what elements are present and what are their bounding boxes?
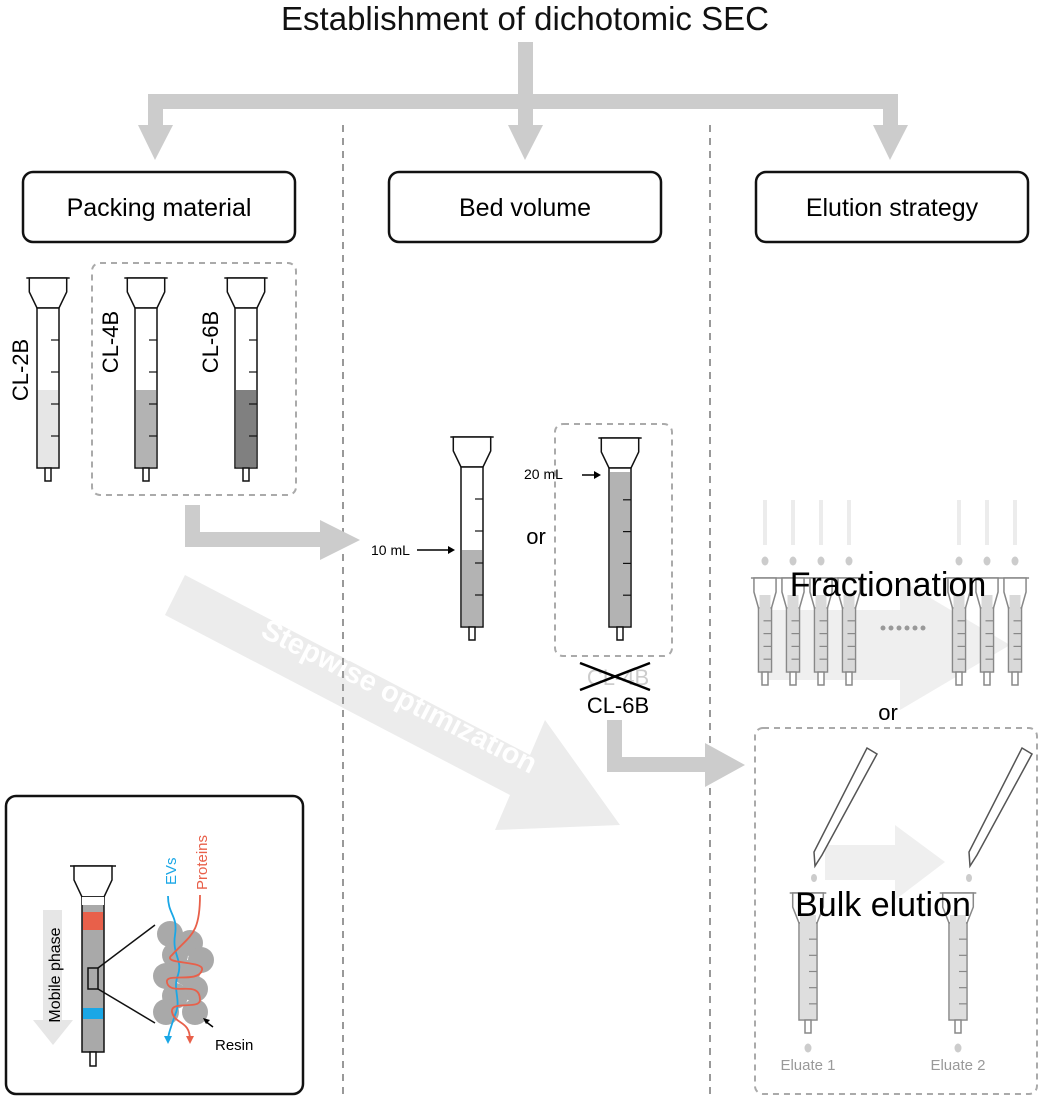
drip-line [957, 500, 961, 545]
column-cl4b [124, 277, 168, 482]
drip-line [985, 500, 989, 545]
bulk-elution-label: Bulk elution [795, 886, 971, 924]
arrow-10ml-icon [417, 546, 455, 554]
mobile-phase-label: Mobile phase [47, 927, 64, 1022]
drip-line [847, 500, 851, 545]
elution-strategy-label: Elution strategy [806, 194, 979, 222]
drip-line [819, 500, 823, 545]
droplet-icon [983, 556, 991, 566]
resin-fill [610, 472, 630, 626]
selected-resins-dashed-box [91, 262, 297, 496]
page-title: Establishment of dichotomic SEC [281, 0, 769, 37]
ev-band [83, 1008, 103, 1019]
proteins-label: Proteins [194, 835, 211, 890]
eluate-1-label: Eluate 1 [780, 1057, 835, 1074]
resin-label-cl6b: CL-6B [198, 311, 223, 373]
droplet-icon [955, 556, 963, 566]
droplet-icon [1011, 556, 1019, 566]
elution-strategy-box: Elution strategy [754, 170, 1030, 244]
fraction-column [806, 577, 836, 686]
column-10ml [450, 436, 494, 641]
resin-fill [800, 915, 816, 1019]
eluate-column-1 [789, 892, 827, 1034]
droplet-icon [804, 1043, 812, 1053]
bed-volume-box: Bed volume [387, 170, 663, 244]
bulk-elution-arrow [825, 825, 945, 900]
mobile-phase-arrow [33, 910, 73, 1045]
fraction-column [944, 577, 974, 686]
resin-pointer-icon [203, 1018, 214, 1028]
resin-label-cl4b: CL-4B [98, 311, 123, 373]
droplet-icon [761, 556, 769, 566]
stepwise-optimization-arrow: Stepwise optimization [165, 575, 620, 830]
resin-fill [950, 915, 966, 1019]
column-cl6b [224, 277, 268, 482]
bed-volume-label: Bed volume [459, 194, 591, 222]
fraction-column [778, 577, 808, 686]
resin-fill [236, 390, 256, 467]
column-20ml [598, 437, 642, 641]
drip-line [1013, 500, 1017, 545]
eluate-column-2 [939, 892, 977, 1034]
packing-material-box: Packing material [21, 170, 297, 244]
column-cl2b [26, 277, 70, 482]
flow-arrow-packing-to-bed [185, 505, 360, 560]
arrow-20ml-icon [582, 471, 601, 479]
fractionation-label: Fractionation [790, 566, 987, 604]
packing-material-label: Packing material [67, 194, 252, 222]
volume-10ml-label: 10 mL [371, 542, 410, 558]
stepwise-label: Stepwise optimization [256, 614, 542, 781]
resin-fill [136, 390, 156, 467]
or-label-bed: or [526, 524, 546, 549]
sec-principle-inset: Mobile phase EVs Proteins Resin [4, 794, 305, 1096]
protein-band [83, 912, 103, 930]
fraction-column [1000, 577, 1030, 686]
droplet-icon [789, 556, 797, 566]
tree-arrows [138, 42, 908, 160]
resin-fill [462, 550, 482, 626]
ev-path [167, 895, 181, 1041]
droplet-icon [817, 556, 825, 566]
or-label-elution: or [878, 700, 898, 725]
chosen-resin-label: CL-6B [587, 693, 649, 718]
resin-label: Resin [215, 1037, 253, 1054]
flow-arrow-bed-to-elution [607, 720, 745, 787]
chosen-volume-dashed-box [554, 423, 673, 657]
inset-column [70, 865, 156, 1067]
resin-fill [38, 390, 58, 467]
drip-line [763, 500, 767, 545]
droplet-icon [954, 1043, 962, 1053]
bulk-elution-dashed-box [754, 727, 1038, 1095]
protein-path [166, 894, 203, 1041]
pipette-icon-1 [811, 746, 879, 882]
fraction-column [834, 577, 864, 686]
eluate-2-label: Eluate 2 [930, 1057, 985, 1074]
evs-label: EVs [163, 857, 180, 885]
droplet-icon [845, 556, 853, 566]
resin-label-cl2b: CL-2B [8, 339, 33, 401]
ellipsis-dots [880, 625, 926, 631]
drip-line [791, 500, 795, 545]
fraction-column [972, 577, 1002, 686]
volume-20ml-label: 20 mL [524, 466, 563, 482]
fraction-column [750, 577, 780, 686]
pipette-icon-2 [966, 746, 1034, 882]
cross-out-icon [579, 661, 651, 692]
